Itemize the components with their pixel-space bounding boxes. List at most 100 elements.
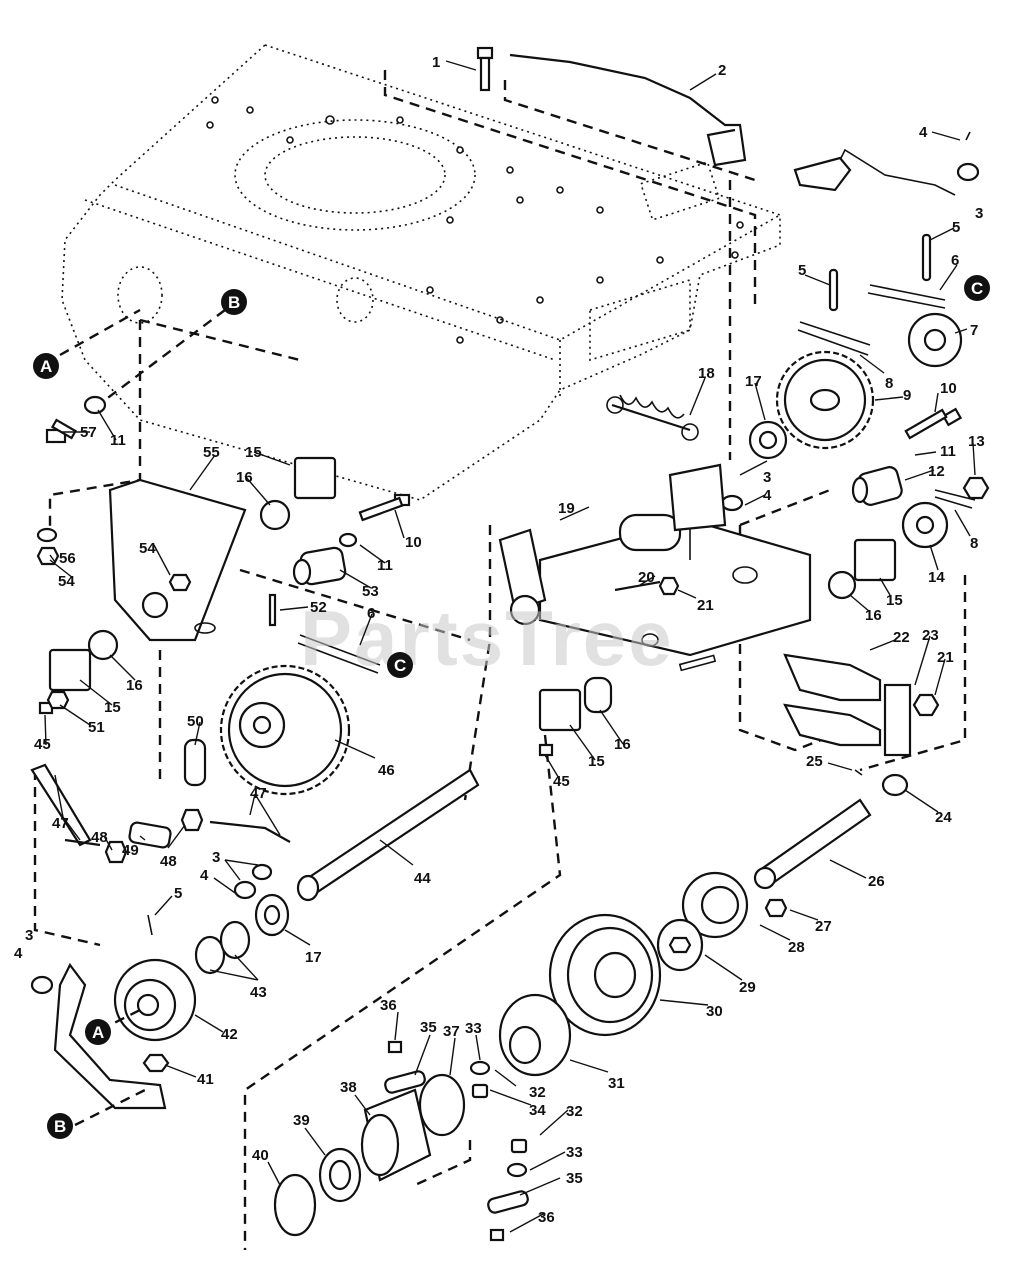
assembly-outlines bbox=[33, 70, 967, 1250]
label-part-10: 10 bbox=[405, 534, 422, 551]
label-part-43: 43 bbox=[250, 984, 267, 1001]
part-bracket-22-23 bbox=[783, 653, 912, 757]
part-number-labels: 1 2 3 4 5 6 5 7 8 9 17 18 10 11 12 13 3 … bbox=[14, 54, 985, 1226]
label-part-16: 16 bbox=[865, 607, 882, 624]
part-bearing-17-upper bbox=[748, 420, 788, 460]
label-part-40: 40 bbox=[252, 1147, 269, 1164]
label-part-48: 48 bbox=[91, 829, 108, 846]
label-part-3: 3 bbox=[212, 849, 220, 866]
label-part-16: 16 bbox=[236, 469, 253, 486]
svg-text:B: B bbox=[228, 293, 240, 312]
label-part-15: 15 bbox=[245, 444, 262, 461]
label-part-4: 4 bbox=[14, 945, 23, 962]
label-part-8: 8 bbox=[970, 535, 978, 552]
callout-c-left: C bbox=[387, 652, 413, 678]
label-part-2: 2 bbox=[718, 62, 726, 79]
label-part-56: 56 bbox=[59, 550, 76, 567]
label-part-3: 3 bbox=[763, 469, 771, 486]
label-part-41: 41 bbox=[197, 1071, 214, 1088]
part-washer-24-pin-25 bbox=[854, 769, 909, 797]
label-part-19: 19 bbox=[558, 500, 575, 517]
label-part-57: 57 bbox=[80, 424, 97, 441]
label-part-15: 15 bbox=[588, 753, 605, 770]
part-arm-41 bbox=[53, 962, 170, 1110]
label-part-27: 27 bbox=[815, 918, 832, 935]
part-shift-rod-2 bbox=[509, 53, 956, 196]
label-part-36: 36 bbox=[380, 997, 397, 1014]
part-sprocket-14 bbox=[901, 501, 949, 549]
callout-c-right: C bbox=[964, 275, 990, 301]
part-chain-6-8 bbox=[297, 284, 976, 674]
label-part-28: 28 bbox=[788, 939, 805, 956]
part-spacer-53 bbox=[292, 546, 347, 586]
label-part-42: 42 bbox=[221, 1026, 238, 1043]
label-part-21: 21 bbox=[697, 597, 714, 614]
part-nut-13 bbox=[962, 476, 990, 500]
part-bolts-45-51-57 bbox=[38, 418, 554, 757]
part-spring-18 bbox=[606, 394, 699, 441]
label-part-46: 46 bbox=[378, 762, 395, 779]
part-bolt-20-nut-21 bbox=[614, 576, 940, 717]
part-plates-35 bbox=[384, 1070, 529, 1214]
label-part-22: 22 bbox=[893, 629, 910, 646]
label-part-20: 20 bbox=[638, 569, 655, 586]
label-part-48: 48 bbox=[160, 853, 177, 870]
label-part-55: 55 bbox=[203, 444, 220, 461]
label-part-13: 13 bbox=[968, 433, 985, 450]
label-part-35: 35 bbox=[420, 1019, 437, 1036]
part-housing-38 bbox=[360, 1088, 432, 1182]
part-bearing-17-lower bbox=[254, 893, 290, 937]
label-part-53: 53 bbox=[362, 583, 379, 600]
label-part-50: 50 bbox=[187, 713, 204, 730]
label-part-54: 54 bbox=[58, 573, 75, 590]
part-sprocket-7 bbox=[907, 312, 963, 368]
label-part-17: 17 bbox=[745, 373, 762, 390]
label-part-18: 18 bbox=[698, 365, 715, 382]
label-part-26: 26 bbox=[868, 873, 885, 890]
part-snap-ring-40 bbox=[273, 1173, 317, 1237]
part-pins-5 bbox=[147, 233, 932, 936]
callout-b-lower: B bbox=[47, 1113, 73, 1139]
label-part-3: 3 bbox=[25, 927, 33, 944]
leader-lines bbox=[44, 60, 976, 1233]
label-part-45: 45 bbox=[34, 736, 51, 753]
main-housing bbox=[61, 44, 781, 501]
label-part-25: 25 bbox=[806, 753, 823, 770]
part-washers-43 bbox=[194, 920, 251, 975]
label-part-30: 30 bbox=[706, 1003, 723, 1020]
part-bolt-10-right bbox=[904, 407, 963, 440]
label-part-9: 9 bbox=[903, 387, 911, 404]
label-part-33: 33 bbox=[465, 1020, 482, 1037]
label-part-5: 5 bbox=[798, 262, 806, 279]
label-part-4: 4 bbox=[200, 867, 209, 884]
label-part-29: 29 bbox=[739, 979, 756, 996]
label-part-35: 35 bbox=[566, 1170, 583, 1187]
label-part-49: 49 bbox=[122, 842, 139, 859]
part-bracket-55 bbox=[108, 478, 247, 642]
label-part-6: 6 bbox=[367, 605, 375, 622]
svg-text:A: A bbox=[40, 357, 52, 376]
label-part-34: 34 bbox=[529, 1102, 546, 1119]
part-frame-19 bbox=[498, 463, 812, 672]
label-part-32: 32 bbox=[566, 1103, 583, 1120]
label-part-38: 38 bbox=[340, 1079, 357, 1096]
label-part-36: 36 bbox=[538, 1209, 555, 1226]
label-part-5: 5 bbox=[174, 885, 182, 902]
label-part-45: 45 bbox=[553, 773, 570, 790]
part-hub-28 bbox=[681, 871, 749, 939]
part-rods-47-49 bbox=[30, 763, 291, 864]
part-spacer-12 bbox=[851, 466, 903, 506]
reference-callouts: A B C C A B bbox=[33, 275, 990, 1139]
part-bolt-1 bbox=[476, 46, 494, 92]
label-part-39: 39 bbox=[293, 1112, 310, 1129]
label-part-21: 21 bbox=[937, 649, 954, 666]
label-part-33: 33 bbox=[566, 1144, 583, 1161]
part-bearing-39 bbox=[318, 1147, 362, 1203]
label-part-3: 3 bbox=[975, 205, 983, 222]
label-part-10: 10 bbox=[940, 380, 957, 397]
svg-text:C: C bbox=[394, 656, 406, 675]
label-part-5: 5 bbox=[952, 219, 960, 236]
part-hardware-56-54 bbox=[36, 527, 60, 566]
part-spacer-29 bbox=[656, 918, 704, 972]
